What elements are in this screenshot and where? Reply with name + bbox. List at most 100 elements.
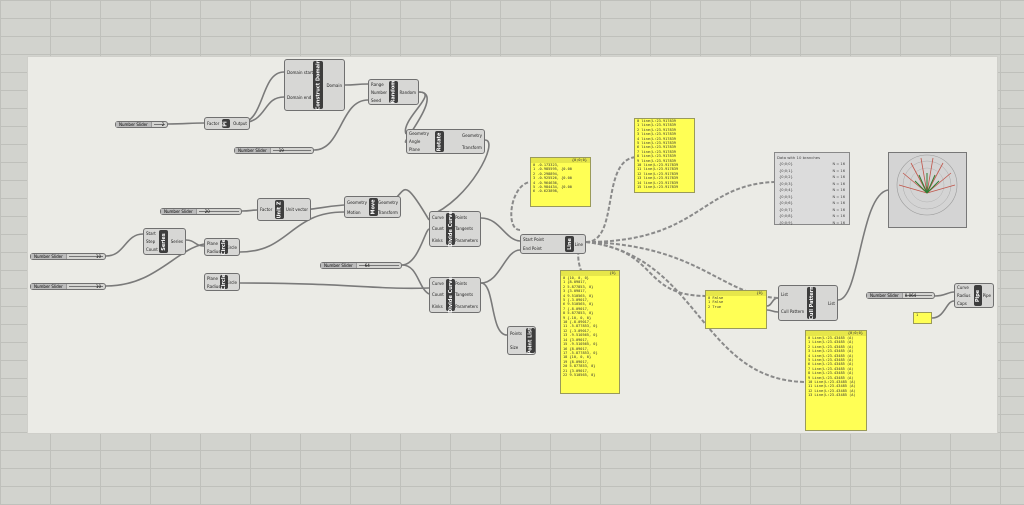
branch-path: {0;0;7} — [779, 207, 793, 212]
input-domain-start[interactable]: Domain start — [287, 70, 314, 75]
output-domain[interactable]: Domain — [326, 82, 342, 88]
input-curve[interactable]: Curve — [957, 285, 969, 291]
output-pipe[interactable]: Pipe — [982, 293, 991, 298]
input-angle[interactable]: Angle — [409, 138, 421, 144]
slider-track[interactable]: 19 — [271, 148, 313, 153]
output-output[interactable]: Output — [233, 121, 247, 126]
slider-track[interactable]: 64 — [357, 263, 401, 268]
output-circle[interactable]: Circle — [225, 244, 237, 250]
panel-points[interactable]: {0} 0 {10, 0, 0}1 {8.09017,2 5.877853, 0… — [560, 270, 620, 394]
input-curve[interactable]: Curve — [432, 281, 444, 287]
output-points[interactable]: Points — [455, 215, 468, 221]
panel-line: 3 Line(L:23.43485 (A) — [808, 349, 854, 354]
output-geometry[interactable]: Geometry — [378, 199, 398, 205]
number-slider-unitz[interactable]: Number Slider 20 — [160, 208, 242, 215]
slider-track[interactable]: 20 — [197, 209, 241, 214]
input-end-point[interactable]: End Point — [523, 246, 542, 251]
panel-caps[interactable]: 1 — [913, 312, 932, 324]
output-transform[interactable]: Transform — [462, 144, 482, 150]
input-radius[interactable]: Radius — [957, 292, 971, 298]
input-count[interactable]: Count — [432, 226, 444, 232]
input-start[interactable]: Start — [146, 230, 156, 236]
input-plane[interactable]: Plane — [207, 240, 218, 246]
panel-culled-lines[interactable]: {0;0;0} 0 Line(L:23.43485 (A)1 Line(L:23… — [805, 330, 867, 431]
input-count[interactable]: Count — [432, 292, 444, 298]
input-curve[interactable]: Curve — [432, 215, 444, 221]
input-kinks[interactable]: Kinks — [432, 303, 443, 309]
input-kinks[interactable]: Kinks — [432, 237, 443, 243]
slider-track[interactable]: 0.064 — [903, 293, 934, 298]
output-geometry[interactable]: Geometry — [462, 133, 482, 139]
panel-line: 20 5.877853, 0} — [563, 364, 596, 369]
output-circle[interactable]: Circle — [225, 279, 237, 285]
number-slider-count[interactable]: Number Slider 10 — [30, 253, 106, 260]
output-transform[interactable]: Transform — [378, 209, 398, 215]
number-slider-factor[interactable]: Number Slider 2 — [115, 121, 168, 128]
output-tangents[interactable]: Tangents — [455, 226, 474, 232]
input-caps[interactable]: Caps — [957, 300, 967, 306]
number-slider-seed[interactable]: Number Slider 19 — [234, 147, 314, 154]
input-geometry[interactable]: Geometry — [347, 199, 367, 205]
output-list[interactable]: List — [828, 300, 835, 306]
param-viewer-row: {0;0;6}N = 16 — [775, 200, 849, 207]
output-series[interactable]: Series — [170, 239, 183, 244]
unit-z-component[interactable]: Factor Unit Z Unit vector — [257, 198, 311, 221]
input-factor[interactable]: Factor — [207, 121, 220, 126]
panel-line: 6 9.510565, 0} — [563, 302, 594, 307]
output-random[interactable]: Random — [399, 89, 416, 95]
output-parameters[interactable]: Parameters — [455, 303, 478, 309]
input-motion[interactable]: Motion — [347, 209, 361, 215]
output-unit-vector[interactable]: Unit vector — [285, 207, 308, 212]
input-start-point[interactable]: Start Point — [523, 237, 544, 242]
geometry-preview[interactable] — [888, 152, 967, 228]
input-factor[interactable]: Factor — [260, 207, 273, 212]
input-plane[interactable]: Plane — [207, 275, 218, 281]
panel-line: 15 line(L:23.917839 — [637, 185, 679, 190]
output-line[interactable]: Line — [574, 241, 583, 247]
slider-track[interactable]: 10 — [67, 284, 105, 289]
input-size[interactable]: Size — [510, 344, 519, 350]
input-count[interactable]: Count — [146, 247, 158, 253]
input-domain-end[interactable]: Domain end — [287, 95, 312, 100]
input-seed[interactable]: Seed — [371, 97, 381, 103]
output-points[interactable]: Points — [455, 281, 468, 287]
panel-line: 8 Line(L:23.43485 (A) — [808, 371, 854, 376]
input-points[interactable]: Points — [510, 331, 523, 337]
output-parameters[interactable]: Parameters — [455, 237, 478, 243]
input-radius[interactable]: Radius — [207, 248, 221, 254]
output-tangents[interactable]: Tangents — [455, 292, 474, 298]
number-slider-divide[interactable]: Number Slider 64 — [320, 262, 402, 269]
input-plane[interactable]: Plane — [409, 146, 420, 152]
input-geometry[interactable]: Geometry — [409, 131, 429, 137]
input-cull-pattern[interactable]: Cull Pattern — [781, 309, 805, 314]
input-range[interactable]: Range — [371, 81, 384, 87]
branch-count: N = 16 — [832, 168, 845, 173]
number-slider-radius[interactable]: Number Slider 10 — [30, 283, 106, 290]
input-radius[interactable]: Radius — [207, 283, 221, 289]
input-step[interactable]: Step — [146, 238, 156, 244]
panel-line: 9 Line(L:23.43485 (A) — [808, 375, 854, 380]
input-number[interactable]: Number — [371, 89, 388, 95]
param-viewer[interactable]: Data with 10 branches {0;0;0}N = 16{0;0;… — [774, 152, 850, 225]
slider-track[interactable]: 10 — [67, 254, 105, 259]
number-slider-pipe-radius[interactable]: Number Slider 0.064 — [866, 292, 935, 299]
input-list[interactable]: List — [781, 292, 788, 297]
pi-component[interactable]: Factor Pi Output — [204, 117, 250, 130]
slider-track[interactable]: 2 — [152, 122, 167, 127]
